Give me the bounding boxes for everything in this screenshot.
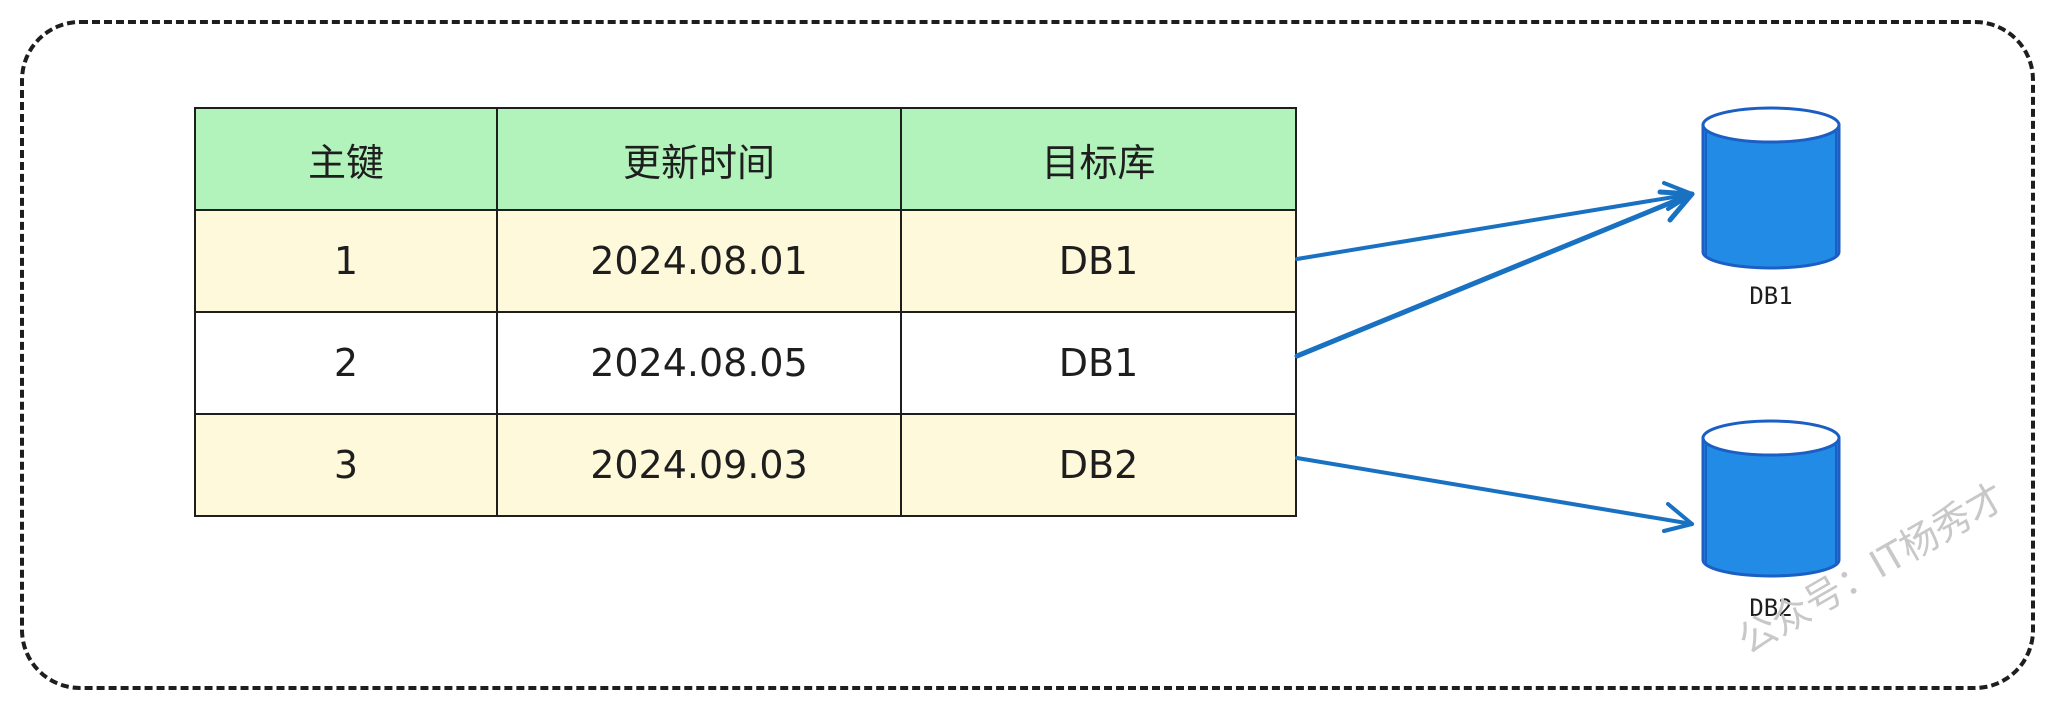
database-db1-label: DB1 — [1749, 282, 1792, 310]
cell-target-db: DB2 — [900, 413, 1297, 517]
cell-target-db: DB1 — [900, 209, 1297, 313]
cell-update-time: 2024.08.01 — [496, 209, 902, 313]
table-row: 3 2024.09.03 DB2 — [194, 413, 1297, 517]
arrow-row2-to-db1 — [1294, 189, 1695, 359]
cell-update-time: 2024.09.03 — [496, 413, 902, 517]
cell-primary-key: 1 — [194, 209, 498, 313]
routing-table: 主键 更新时间 目标库 1 2024.08.01 DB1 2 2024.08.0… — [194, 107, 1297, 517]
table-row: 1 2024.08.01 DB1 — [194, 209, 1297, 313]
database-db2-icon — [1701, 419, 1841, 578]
arrow-row3-to-db2 — [1295, 456, 1694, 533]
database-db2-label: DB2 — [1749, 594, 1792, 622]
database-db1-icon — [1701, 106, 1841, 270]
cell-target-db: DB1 — [900, 311, 1297, 415]
header-update-time: 更新时间 — [496, 107, 902, 211]
table-header-row: 主键 更新时间 目标库 — [194, 107, 1297, 211]
header-target-db: 目标库 — [900, 107, 1297, 211]
table-row: 2 2024.08.05 DB1 — [194, 311, 1297, 415]
cell-primary-key: 2 — [194, 311, 498, 415]
cell-primary-key: 3 — [194, 413, 498, 517]
dashed-container — [20, 20, 2035, 690]
header-primary-key: 主键 — [194, 107, 498, 211]
cell-update-time: 2024.08.05 — [496, 311, 902, 415]
